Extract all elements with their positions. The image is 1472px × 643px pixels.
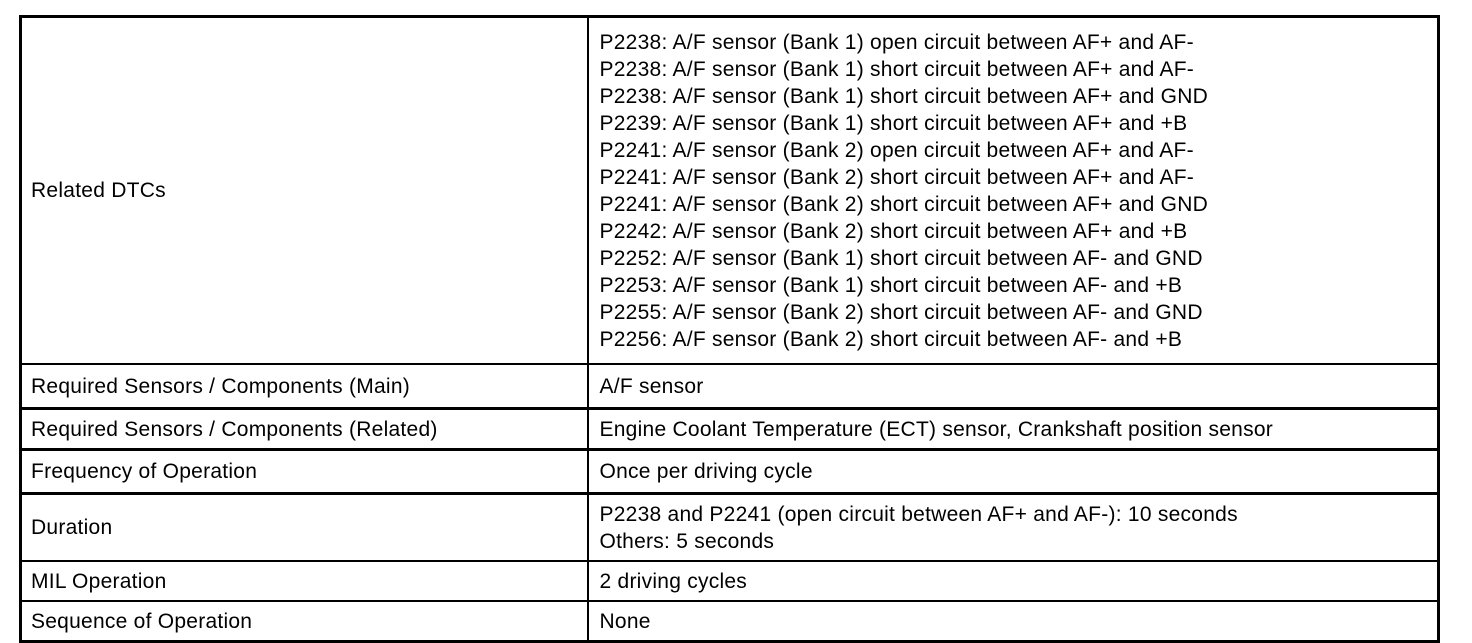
value-line: Once per driving cycle <box>599 460 813 483</box>
row-label-text: MIL Operation <box>31 569 167 593</box>
table-row-related-dtcs: Related DTCs P2238: A/F sensor (Bank 1) … <box>19 15 1440 365</box>
row-value: P2238 and P2241 (open circuit between AF… <box>586 492 1440 562</box>
row-label: MIL Operation <box>19 560 589 602</box>
dtc-line: P2239: A/F sensor (Bank 1) short circuit… <box>599 111 1188 135</box>
dtc-line: P2241: A/F sensor (Bank 2) short circuit… <box>599 165 1195 189</box>
value-line: A/F sensor <box>599 374 704 398</box>
row-label-text: Sequence of Operation <box>31 609 253 633</box>
table-row-mil-operation: MIL Operation 2 driving cycles <box>19 560 1440 602</box>
row-label-text: Frequency of Operation <box>31 460 258 483</box>
table-row-required-sensors-main: Required Sensors / Components (Main) A/F… <box>19 363 1440 410</box>
dtc-line: P2242: A/F sensor (Bank 2) short circuit… <box>599 219 1188 243</box>
row-label: Duration <box>19 492 589 562</box>
row-label: Related DTCs <box>19 15 589 365</box>
table-row-frequency-of-operation: Frequency of Operation Once per driving … <box>19 448 1440 495</box>
row-value: Once per driving cycle <box>586 448 1440 495</box>
dtc-line: P2253: A/F sensor (Bank 1) short circuit… <box>599 273 1183 297</box>
table-row-duration: Duration P2238 and P2241 (open circuit b… <box>19 492 1440 562</box>
dtc-monitor-table: Related DTCs P2238: A/F sensor (Bank 1) … <box>19 15 1440 643</box>
dtc-line: P2238: A/F sensor (Bank 1) short circuit… <box>599 84 1209 108</box>
value-line: P2238 and P2241 (open circuit between AF… <box>599 502 1238 526</box>
row-label: Sequence of Operation <box>19 600 589 643</box>
dtc-line: P2241: A/F sensor (Bank 2) short circuit… <box>599 192 1209 216</box>
table-row-sequence-of-operation: Sequence of Operation None <box>19 600 1440 643</box>
row-value: 2 driving cycles <box>586 560 1440 602</box>
dtc-line: P2241: A/F sensor (Bank 2) open circuit … <box>599 138 1194 162</box>
row-value: None <box>586 600 1440 643</box>
value-line: 2 driving cycles <box>599 569 748 593</box>
dtc-line: P2238: A/F sensor (Bank 1) open circuit … <box>599 30 1194 54</box>
dtc-line: P2256: A/F sensor (Bank 2) short circuit… <box>599 327 1183 351</box>
dtc-line: P2255: A/F sensor (Bank 2) short circuit… <box>599 300 1203 324</box>
row-label-text: Required Sensors / Components (Main) <box>31 374 411 398</box>
row-value: A/F sensor <box>586 363 1440 410</box>
value-line: Engine Coolant Temperature (ECT) sensor,… <box>599 417 1274 441</box>
row-label-text: Related DTCs <box>31 179 166 202</box>
row-label-text: Required Sensors / Components (Related) <box>31 417 438 441</box>
table-row-required-sensors-related: Required Sensors / Components (Related) … <box>19 407 1440 451</box>
value-line: Others: 5 seconds <box>599 529 775 553</box>
row-label: Required Sensors / Components (Main) <box>19 363 589 410</box>
value-line: None <box>599 609 651 633</box>
dtc-line: P2238: A/F sensor (Bank 1) short circuit… <box>599 57 1195 81</box>
row-label: Required Sensors / Components (Related) <box>19 407 589 451</box>
dtc-line: P2252: A/F sensor (Bank 1) short circuit… <box>599 246 1203 270</box>
row-label-text: Duration <box>31 516 113 539</box>
row-value: P2238: A/F sensor (Bank 1) open circuit … <box>586 15 1440 365</box>
row-label: Frequency of Operation <box>19 448 589 495</box>
row-value: Engine Coolant Temperature (ECT) sensor,… <box>586 407 1440 451</box>
